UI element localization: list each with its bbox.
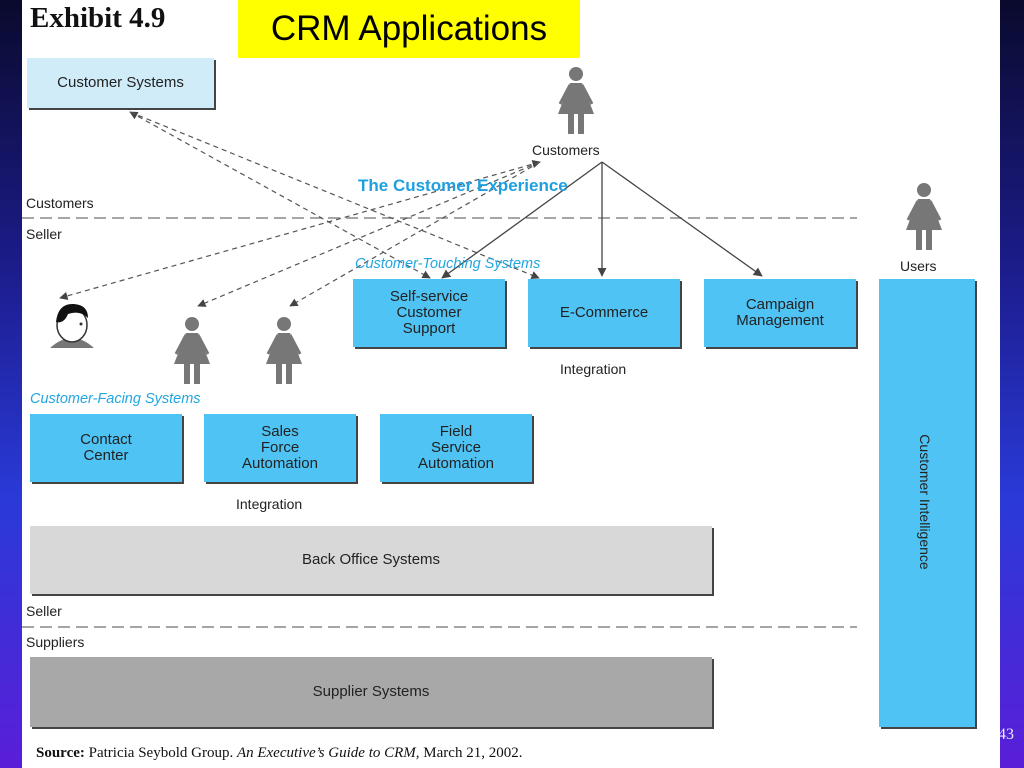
source-citation: Source: Patricia Seybold Group. An Execu… [36,745,522,762]
source-prefix: Source: [36,745,85,761]
suppliers-zone-label: Suppliers [26,634,85,650]
slide-number: 43 [998,726,1014,743]
customer-person-icon [556,65,596,136]
dashed-arrow-customers-to-sales-person [197,161,541,307]
customer-touching-systems-label: Customer-Touching Systems [355,256,541,272]
customer-systems-box: Customer Systems [27,58,214,108]
arrow-customers-to-self-service [441,161,603,279]
integration-label-bottom: Integration [236,496,303,512]
seller-zone-label-bottom: Seller [26,603,62,619]
sales-person-icon [172,315,212,386]
source-date: March 21, 2002. [423,745,523,761]
dashed-arrow-customers-to-field-person [289,161,541,307]
customers-zone-label: Customers [26,195,94,211]
self-service-support-box: Self-service Customer Support [353,279,505,347]
contact-center-box: Contact Center [30,414,182,482]
customer-intelligence-label: Customer Intelligence [917,434,933,570]
field-service-automation-box: Field Service Automation [380,414,532,482]
source-book-title: An Executive’s Guide to CRM, [236,745,420,761]
seller-zone-label-top: Seller [26,226,62,242]
connector-layer [22,65,944,628]
customer-experience-label: The Customer Experience [358,176,568,195]
supplier-systems-box: Supplier Systems [30,657,712,727]
campaign-management-box: Campaign Management [704,279,856,347]
back-office-systems-box: Back Office Systems [30,526,712,594]
customers-actor-label: Customers [532,142,600,158]
exhibit-figure: Exhibit 4.9 CRM Applications Customer Sy… [22,0,1000,768]
field-person-icon [264,315,304,386]
sales-force-automation-box: Sales Force Automation [204,414,356,482]
customer-facing-systems-label: Customer-Facing Systems [30,391,201,407]
exhibit-label: Exhibit 4.9 [30,2,166,34]
dashed-arrow-customers-to-contact-person [59,160,541,300]
user-person-icon [904,181,944,252]
users-actor-label: Users [900,258,937,274]
integration-label-top: Integration [560,361,627,377]
ecommerce-box: E-Commerce [528,279,680,347]
arrow-customers-to-campaign [601,161,763,277]
customer-intelligence-box [879,279,975,727]
slide-title: CRM Applications [238,0,580,58]
agent-head-icon [50,303,94,348]
source-author: Patricia Seybold Group. [88,745,234,761]
